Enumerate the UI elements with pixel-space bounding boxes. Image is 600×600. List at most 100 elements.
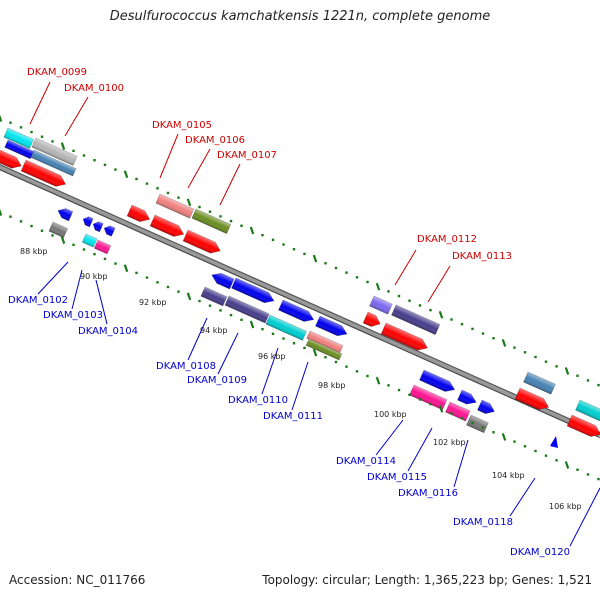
gene-label-dkam-0111[interactable]: DKAM_0111 (263, 411, 323, 422)
gene-cds-red-4[interactable] (149, 214, 186, 240)
kbp-label-104: 104 kbp (492, 471, 525, 480)
leader-line (95, 279, 108, 325)
gene-label-dkam-0107[interactable]: DKAM_0107 (217, 150, 277, 161)
genes-label: Genes: (511, 573, 554, 587)
gene-label-dkam-0113[interactable]: DKAM_0113 (452, 251, 512, 262)
gene-cds-red-5[interactable] (182, 229, 223, 256)
leader-line (407, 427, 433, 472)
gene-cds-magenta-3[interactable] (445, 401, 471, 422)
gene-label-dkam-0103[interactable]: DKAM_0103 (43, 310, 103, 321)
gene-cds-red-2[interactable] (20, 159, 68, 190)
gene-cds-blue-3[interactable] (81, 215, 94, 228)
gene-label-dkam-0108[interactable]: DKAM_0108 (156, 361, 216, 372)
gene-cds-blue-4[interactable] (91, 220, 104, 233)
gene-label-dkam-0118[interactable]: DKAM_0118 (453, 517, 513, 528)
gene-cds-slateblue-3[interactable] (391, 304, 441, 335)
accession-label: Accession: (9, 573, 73, 587)
leader-line (71, 269, 83, 310)
gene-cds-gray-2[interactable] (48, 221, 69, 239)
gene-cds-blue-6[interactable] (210, 270, 235, 290)
gene-cds-gray-3[interactable] (466, 414, 489, 434)
gene-label-dkam-0116[interactable]: DKAM_0116 (398, 488, 458, 499)
leader-line (509, 477, 536, 517)
map-title: Desulfurococcus kamchatkensis 1221n, com… (109, 9, 491, 24)
genes-value: 1,521 (557, 573, 592, 587)
leader-line (453, 439, 469, 488)
gene-marker-triangle[interactable] (550, 436, 558, 448)
gene-cds-red-6[interactable] (362, 311, 382, 329)
gene-label-dkam-0120[interactable]: DKAM_0120 (510, 547, 570, 558)
gene-cds-cyan-4[interactable] (575, 399, 600, 423)
gene-cds-salmon-1[interactable] (155, 193, 195, 219)
gene-cds-cyan-1[interactable] (3, 127, 34, 149)
gene-label-dkam-0105[interactable]: DKAM_0105 (152, 120, 212, 131)
gene-cds-blue-2[interactable] (56, 206, 74, 222)
leader-line (427, 265, 451, 303)
length-value: 1,365,223 bp; (423, 573, 509, 587)
gene-label-dkam-0099[interactable]: DKAM_0099 (27, 67, 87, 78)
leader-line (219, 163, 241, 206)
gene-cds-red-3[interactable] (126, 204, 152, 225)
gene-label-dkam-0106[interactable]: DKAM_0106 (185, 135, 245, 146)
leader-line (187, 148, 211, 189)
gene-cds-olive-2[interactable] (305, 338, 343, 361)
gene-label-dkam-0112[interactable]: DKAM_0112 (417, 234, 477, 245)
leader-line (394, 249, 417, 286)
leader-line (569, 487, 600, 547)
gene-cds-olive-1[interactable] (191, 208, 232, 234)
gene-label-dkam-0100[interactable]: DKAM_0100 (64, 83, 124, 94)
leader-line (291, 361, 309, 411)
gene-cds-cyan-2[interactable] (81, 233, 98, 248)
gene-cds-blue-8[interactable] (278, 299, 316, 325)
lower-tick-row (0, 208, 600, 481)
gene-features (0, 127, 600, 448)
gene-cds-red-1[interactable] (0, 149, 24, 172)
length-label: Length: (374, 573, 421, 587)
leader-line (261, 347, 279, 395)
kbp-label-106: 106 kbp (549, 502, 582, 511)
gene-cds-blue-10[interactable] (419, 369, 457, 395)
accession-info: Accession: NC_011766 (9, 573, 145, 587)
gene-label-dkam-0110[interactable]: DKAM_0110 (228, 395, 288, 406)
topology-label: Topology: (262, 573, 319, 587)
gene-cds-magenta-1[interactable] (93, 239, 112, 255)
gene-cds-red-7[interactable] (380, 322, 430, 353)
kbp-label-92: 92 kbp (139, 298, 167, 307)
leader-line (187, 317, 208, 361)
leader-line (159, 133, 179, 179)
kbp-scale-labels: 88 kbp 90 kbp 92 kbp 94 kbp 96 kbp 98 kb… (20, 247, 582, 511)
gene-cds-steelblue-1[interactable] (30, 149, 77, 177)
gene-label-dkam-0104[interactable]: DKAM_0104 (78, 326, 138, 337)
accession-value: NC_011766 (76, 573, 146, 587)
leader-line (29, 81, 51, 125)
gene-cds-blue-5[interactable] (102, 224, 116, 237)
kbp-label-90: 90 kbp (80, 272, 108, 281)
genome-backbone (0, 163, 600, 438)
kbp-label-100: 100 kbp (374, 410, 407, 419)
forward-gene-labels: DKAM_0099 DKAM_0100 DKAM_0105 DKAM_0106 … (27, 67, 512, 262)
gene-cds-red-9[interactable] (566, 414, 600, 440)
kbp-label-94: 94 kbp (200, 326, 228, 335)
gene-cds-blue-12[interactable] (477, 399, 497, 417)
gene-cds-blue-1[interactable] (4, 139, 34, 160)
gene-cds-red-8[interactable] (514, 387, 551, 413)
gene-cds-blue-11[interactable] (457, 389, 479, 407)
gene-cds-slateblue-2[interactable] (224, 295, 270, 324)
topology-value: circular; (322, 573, 371, 587)
gene-label-dkam-0109[interactable]: DKAM_0109 (187, 375, 247, 386)
gene-cds-blue-7[interactable] (231, 277, 277, 306)
gene-cds-steelblue-2[interactable] (523, 371, 556, 395)
gene-cds-cyan-3[interactable] (265, 314, 307, 341)
upper-tick-row (0, 114, 600, 387)
gene-label-dkam-0115[interactable]: DKAM_0115 (367, 472, 427, 483)
gene-cds-slateblue-1[interactable] (200, 286, 228, 307)
leader-line (375, 419, 404, 456)
tick-dot-rows (0, 114, 600, 481)
genome-summary: Topology: circular; Length: 1,365,223 bp… (262, 573, 592, 587)
gene-label-dkam-0114[interactable]: DKAM_0114 (336, 456, 396, 467)
gene-cds-mediumpurple-1[interactable] (369, 295, 393, 315)
gene-label-dkam-0102[interactable]: DKAM_0102 (8, 295, 68, 306)
gene-cds-gray-1[interactable] (31, 137, 78, 166)
gene-cds-blue-9[interactable] (315, 315, 350, 339)
